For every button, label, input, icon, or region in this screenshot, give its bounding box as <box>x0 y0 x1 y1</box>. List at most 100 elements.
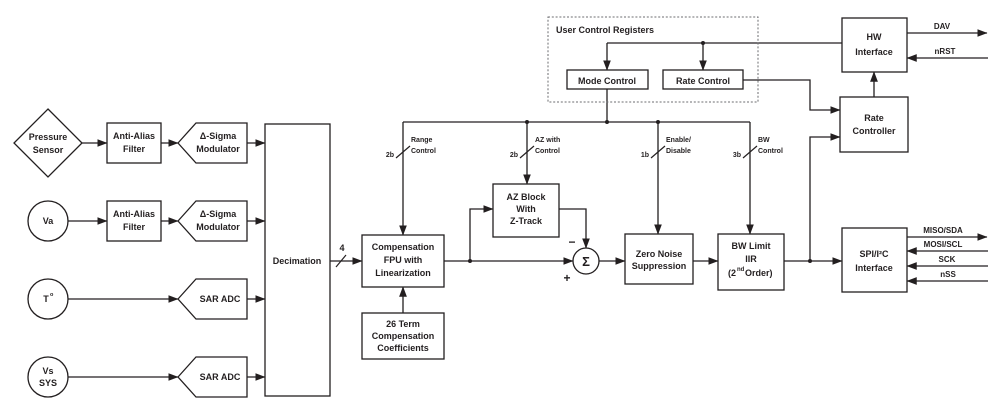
pin-dav-label: DAV <box>934 22 951 31</box>
az-block-label-line2: With <box>516 204 535 214</box>
wire-az-block-to-summer <box>559 208 590 249</box>
bus-slash-decimation <box>335 254 347 268</box>
block-sar-adc-2: SAR ADC <box>177 356 248 398</box>
wire-rate-control-to-rate-controller <box>743 79 841 114</box>
bus-slash-range <box>395 145 411 159</box>
delta-sigma-label-line1: Δ-Sigma <box>200 131 237 141</box>
va-circle <box>27 200 69 242</box>
mode-control-box <box>566 69 649 90</box>
junction-dot <box>468 259 472 263</box>
spi-i2c-interface-box <box>841 227 908 293</box>
mode-control-label: Mode Control <box>578 76 636 86</box>
bw-limit-label-line3-post: Order) <box>745 268 773 278</box>
block-delta-sigma-modulator-2: Δ-Sigma Modulator <box>177 200 248 242</box>
sar-adc-shape <box>177 356 248 398</box>
rate-control-box <box>662 69 744 90</box>
coefficients-label-line2: Compensation <box>372 331 435 341</box>
az-block-label-line3: Z-Track <box>510 216 543 226</box>
va-label: Va <box>43 216 55 226</box>
az-block-box <box>492 183 560 238</box>
enable-disable-label-line1: Enable/ <box>666 137 691 144</box>
wire-branch-to-rate-controller <box>809 133 841 261</box>
delta-sigma-modulator-shape <box>177 122 248 164</box>
sar-adc-label: SAR ADC <box>200 372 241 382</box>
block-az-block: AZ Block With Z-Track <box>492 183 560 238</box>
bw-control-label-line2: Control <box>758 148 783 155</box>
hw-interface-box <box>841 17 908 73</box>
pin-miso-sda-label: MISO/SDA <box>923 226 963 235</box>
block-decimation: Decimation <box>264 123 331 397</box>
bw-limit-label-line3-pre: (2 <box>728 268 736 278</box>
pressure-sensor-diamond <box>13 108 83 178</box>
compensation-fpu-box <box>361 234 445 288</box>
anti-alias-filter-label-line1: Anti-Alias <box>113 131 155 141</box>
bus-slash-az <box>519 145 535 159</box>
delta-sigma-label-line2: Modulator <box>196 144 240 154</box>
block-delta-sigma-modulator-1: Δ-Sigma Modulator <box>177 122 248 164</box>
user-control-registers-title: User Control Registers <box>556 25 654 35</box>
enable-disable-label-line2: Disable <box>666 148 691 155</box>
block-anti-alias-filter-1: Anti-Alias Filter <box>106 122 162 164</box>
decimation-label: Decimation <box>273 256 322 266</box>
pressure-sensor-label-line2: Sensor <box>33 145 64 155</box>
temperature-superscript: o <box>50 292 54 298</box>
enable-disable-bits: 1b <box>641 152 649 159</box>
hw-interface-label-line2: Interface <box>855 47 893 57</box>
hw-interface-label-line1: HW <box>867 32 882 42</box>
compensation-fpu-label-line3: Linearization <box>375 268 431 278</box>
wires <box>68 29 988 381</box>
block-summing-junction: Σ − + <box>563 235 600 285</box>
compensation-fpu-label-line1: Compensation <box>372 242 435 252</box>
minus-sign: − <box>568 235 575 249</box>
block-pressure-sensor: Pressure Sensor <box>13 108 83 178</box>
block-sar-adc-1: SAR ADC <box>177 278 248 320</box>
junction-dot <box>605 120 609 124</box>
decimation-box <box>264 123 331 397</box>
block-anti-alias-filter-2: Anti-Alias Filter <box>106 200 162 242</box>
block-vs-sys-source: Vs SYS <box>27 356 69 398</box>
rate-controller-box <box>839 96 909 153</box>
block-compensation-fpu: Compensation FPU with Linearization <box>361 234 445 288</box>
rate-control-label: Rate Control <box>676 76 730 86</box>
bus-slash-bw <box>742 145 758 159</box>
bus-width-label: 4 <box>339 243 344 253</box>
wire-branch-to-az-block <box>469 205 494 261</box>
compensation-coefficients-box <box>361 312 445 360</box>
range-control-label-line2: Control <box>411 148 436 155</box>
plus-sign: + <box>563 271 570 285</box>
anti-alias-filter-box <box>106 122 162 164</box>
junction-dot <box>656 120 660 124</box>
spi-i2c-label-line2: Interface <box>855 263 893 273</box>
sar-adc-label: SAR ADC <box>200 294 241 304</box>
az-control-label-line2: Control <box>535 148 560 155</box>
compensation-fpu-label-line2: FPU with <box>384 255 423 265</box>
block-user-control-registers: User Control Registers Mode Control Rate… <box>547 16 759 103</box>
bw-control-label-line1: BW <box>758 137 770 144</box>
vs-sys-label-line1: Vs <box>42 366 53 376</box>
zero-noise-label-line1: Zero Noise <box>636 249 683 259</box>
bw-control-bits: 3b <box>733 152 741 159</box>
anti-alias-filter-label-line2: Filter <box>123 144 146 154</box>
pin-mosi-scl-label: MOSI/SCL <box>924 240 963 249</box>
az-block-label-line1: AZ Block <box>506 192 546 202</box>
pressure-sensor-label-line1: Pressure <box>29 132 68 142</box>
delta-sigma-label-line1: Δ-Sigma <box>200 209 237 219</box>
bw-limit-label-line1: BW Limit <box>732 241 771 251</box>
block-va-source: Va <box>27 200 69 242</box>
junction-dot <box>701 41 705 45</box>
anti-alias-filter-label-line1: Anti-Alias <box>113 209 155 219</box>
junction-dot <box>525 120 529 124</box>
temperature-label: T <box>43 294 49 304</box>
pin-nss-label: nSS <box>940 270 956 279</box>
az-control-bits: 2b <box>510 152 518 159</box>
rate-controller-label-line1: Rate <box>864 113 884 123</box>
range-control-label-line1: Range <box>411 137 433 144</box>
block-spi-i2c-interface: SPI/I²C Interface <box>841 227 908 293</box>
anti-alias-filter-label-line2: Filter <box>123 222 146 232</box>
anti-alias-filter-box <box>106 200 162 242</box>
sar-adc-shape <box>177 278 248 320</box>
bus-annotations: 4 2b Range Control 2b AZ with Control 1b… <box>335 137 783 268</box>
pin-nrst-label: nRST <box>935 47 956 56</box>
